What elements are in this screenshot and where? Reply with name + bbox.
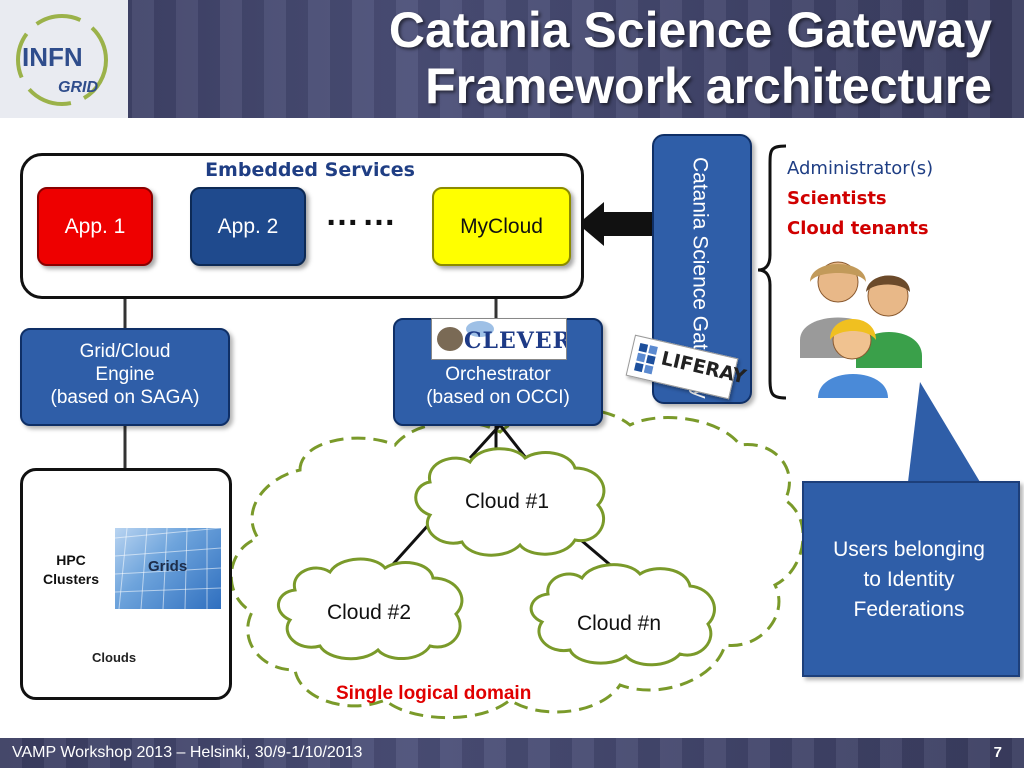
clever-logo-text: CLEVER (464, 328, 567, 354)
role-cloud-tenants: Cloud tenants (787, 218, 929, 239)
infn-grid-logo-graphic: INFN GRID (16, 14, 108, 106)
title-line-1: Catania Science Gateway (388, 2, 992, 58)
single-logical-domain-label: Single logical domain (336, 683, 532, 704)
liferay-logo-graphic (634, 343, 658, 375)
connector-orch-cloud1-b (498, 424, 528, 459)
app-1-box: App. 1 (37, 187, 153, 266)
mycloud-box: MyCloud (432, 187, 571, 266)
clouds-label: Clouds (92, 650, 137, 665)
title-line-2: Framework architecture (425, 58, 992, 114)
liferay-logo: LIFERAY (625, 334, 748, 400)
page-title: Catania Science Gateway Framework archit… (389, 2, 992, 114)
logo-grid-text: GRID (58, 79, 98, 96)
app-2-box: App. 2 (190, 187, 306, 266)
logo-infn-text: INFN (22, 42, 83, 72)
embedded-services-title: Embedded Services (205, 159, 415, 181)
users-line-3: Federations (853, 598, 965, 621)
cloud-n-label: Cloud #n (576, 612, 662, 635)
more-apps-dots: …… (325, 195, 399, 233)
cloud-2-shape (277, 557, 464, 661)
roles-list: Administrator(s) Scientists Cloud tenant… (787, 154, 933, 244)
catania-gateway-label: Catania Science Gateway (688, 157, 712, 399)
cloud-1-label: Cloud #1 (464, 490, 550, 513)
cloud-n-shape (529, 563, 716, 667)
footer-text: VAMP Workshop 2013 – Helsinki, 30/9-1/10… (12, 744, 363, 761)
users-callout-pointer (908, 382, 980, 482)
users-callout-box (802, 481, 1020, 677)
grids-pattern (115, 528, 221, 609)
engine-line-1: Grid/Cloud (79, 341, 171, 362)
header-bar (0, 0, 1024, 118)
orchestrator-line-1: Orchestrator (445, 364, 551, 385)
cloud-2-label: Cloud #2 (326, 601, 412, 624)
grids-image (115, 528, 221, 609)
role-scientists: Scientists (787, 188, 887, 209)
clever-logo-graphic (437, 321, 494, 351)
cloud-1-shape (414, 447, 606, 557)
role-administrators: Administrator(s) (787, 158, 934, 179)
infn-grid-logo: INFN GRID (0, 0, 128, 118)
grids-label: Grids (148, 558, 188, 575)
page-number: 7 (993, 744, 1002, 761)
header-stripes (0, 0, 1024, 118)
grid-cloud-engine-box: Grid/Cloud Engine (based on SAGA) (20, 328, 230, 426)
users-callout-text: Users belonging to Identity Federations (802, 535, 1016, 625)
users-line-1: Users belonging (833, 538, 985, 561)
hpc-label-line-1: HPC (56, 552, 86, 568)
roles-brace (757, 144, 787, 400)
users-line-2: to Identity (863, 568, 955, 591)
engine-line-2: Engine (95, 364, 155, 385)
users-group-icon (800, 261, 922, 398)
footer-stripes (0, 738, 1024, 768)
clever-logo: CLEVER (431, 318, 567, 360)
hpc-clusters-label: HPC Clusters (35, 551, 107, 589)
footer-bar: VAMP Workshop 2013 – Helsinki, 30/9-1/10… (0, 738, 1024, 768)
hpc-label-line-2: Clusters (42, 571, 100, 587)
engine-line-3: (based on SAGA) (50, 387, 200, 408)
gateway-arrow (578, 202, 654, 246)
orchestrator-line-2: (based on OCCI) (426, 387, 570, 408)
